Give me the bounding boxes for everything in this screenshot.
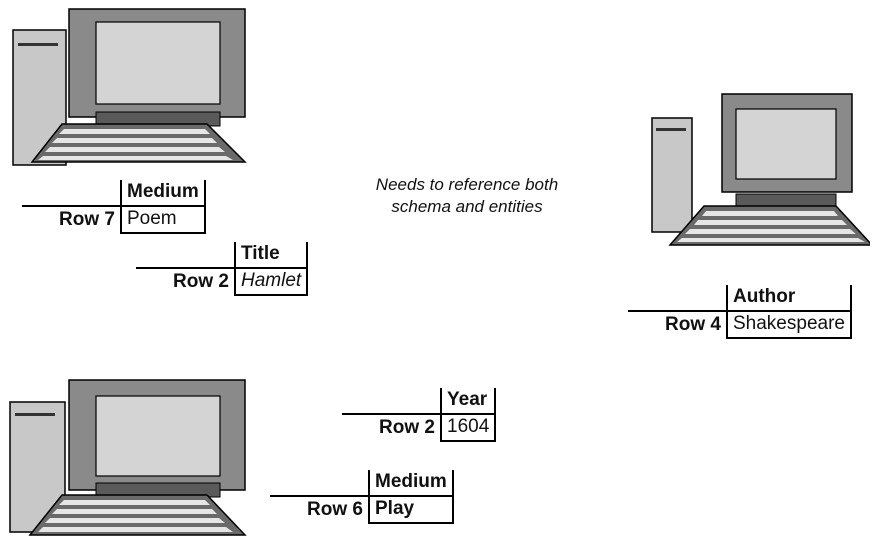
fragment-row-label: Row 7 bbox=[22, 205, 121, 233]
fragment-column-header: Medium bbox=[368, 470, 454, 496]
fragment-column-header: Title bbox=[233, 242, 309, 268]
fragment-column-header: Medium bbox=[120, 180, 206, 206]
fragment-column-header: Year bbox=[439, 388, 497, 414]
fragment-table-medium-play: Medium Row 6 Play bbox=[270, 470, 454, 524]
fragment-column-header: Author bbox=[726, 285, 852, 311]
desktop-computer-icon bbox=[12, 8, 247, 166]
fragment-value: Shakespeare bbox=[726, 310, 852, 339]
fragment-table-medium-poem: Medium Row 7 Poem bbox=[22, 180, 206, 234]
fragment-table-author-shakespeare: Author Row 4 Shakespeare bbox=[628, 285, 852, 339]
fragment-table-year-1604: Year Row 2 1604 bbox=[342, 388, 497, 442]
fragment-row-label: Row 2 bbox=[342, 413, 441, 441]
note-line-2: schema and entities bbox=[391, 197, 543, 216]
fragment-value: Hamlet bbox=[233, 267, 309, 296]
note-text: Needs to reference both schema and entit… bbox=[332, 174, 602, 218]
fragment-value: Play bbox=[368, 495, 454, 524]
fragment-corner bbox=[136, 242, 235, 268]
fragment-table-title-hamlet: Title Row 2 Hamlet bbox=[136, 242, 309, 296]
desktop-computer-icon bbox=[9, 379, 247, 536]
fragment-value: 1604 bbox=[439, 413, 497, 442]
fragment-corner bbox=[628, 285, 727, 311]
desktop-computer-icon bbox=[651, 93, 870, 246]
fragment-row-label: Row 6 bbox=[270, 495, 369, 523]
note-line-1: Needs to reference both bbox=[375, 175, 559, 194]
fragment-corner bbox=[342, 388, 441, 414]
fragment-row-label: Row 4 bbox=[628, 310, 727, 338]
fragment-corner bbox=[22, 180, 121, 206]
fragment-value: Poem bbox=[120, 205, 206, 234]
fragment-row-label: Row 2 bbox=[136, 267, 235, 295]
fragment-corner bbox=[270, 470, 369, 496]
